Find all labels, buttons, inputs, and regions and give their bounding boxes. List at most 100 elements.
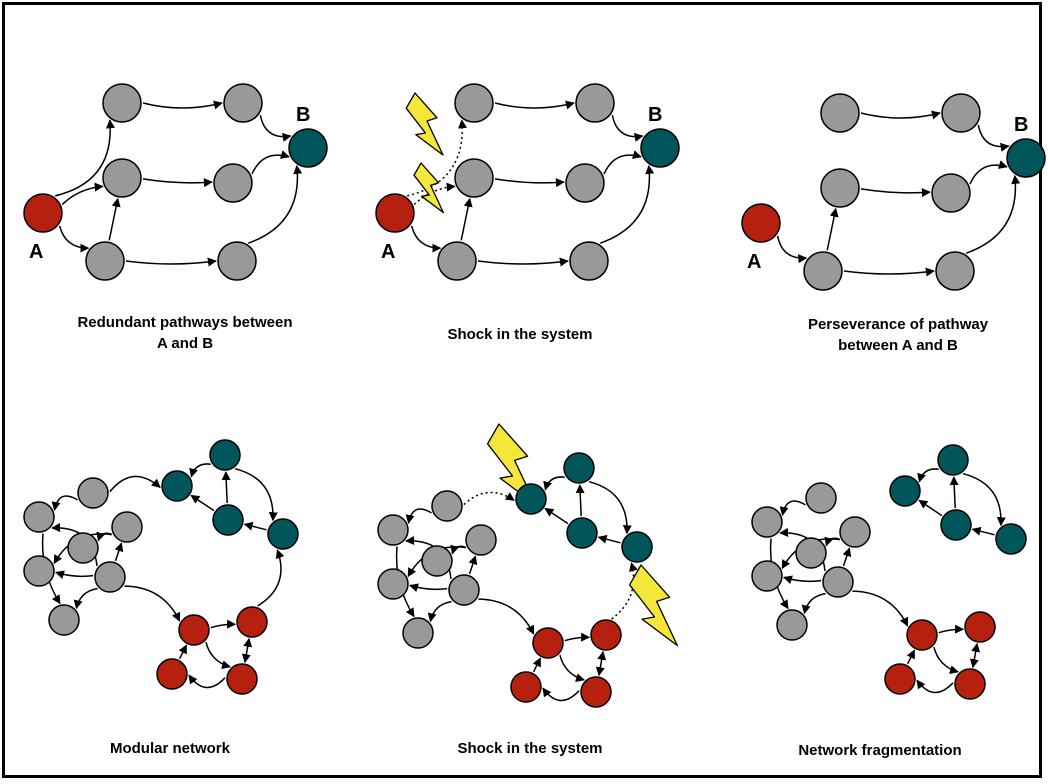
caption-line: between A and B bbox=[838, 337, 958, 354]
node-b bbox=[640, 128, 680, 168]
edge-arrow bbox=[611, 114, 644, 142]
edge-arrow bbox=[251, 150, 290, 175]
node bbox=[839, 516, 871, 548]
node bbox=[111, 511, 143, 543]
caption-modular-network: Modular network bbox=[20, 738, 320, 759]
edge-arrow bbox=[801, 592, 826, 615]
edge-arrow bbox=[826, 207, 839, 251]
node bbox=[803, 251, 843, 291]
node bbox=[402, 617, 434, 649]
node bbox=[575, 83, 615, 123]
edge-arrow bbox=[413, 182, 456, 206]
node bbox=[421, 545, 453, 577]
edge-arrow bbox=[243, 521, 267, 531]
edge-arrow bbox=[189, 463, 211, 478]
edge-arrow bbox=[478, 598, 535, 635]
node-red bbox=[580, 676, 612, 708]
node bbox=[565, 163, 605, 203]
node bbox=[77, 477, 109, 509]
edge-arrow bbox=[463, 491, 515, 506]
node bbox=[935, 251, 975, 291]
node-teal bbox=[161, 470, 193, 502]
edge-arrow bbox=[55, 570, 94, 580]
node-b bbox=[288, 128, 328, 168]
node-red bbox=[590, 619, 622, 651]
node-teal bbox=[515, 483, 547, 515]
node-teal bbox=[209, 439, 241, 471]
edge-arrow bbox=[178, 644, 188, 660]
edge-arrow bbox=[532, 657, 542, 673]
node bbox=[85, 241, 125, 281]
edge-arrow bbox=[938, 624, 965, 634]
lightning-bolt-icon bbox=[413, 162, 445, 214]
edge-arrow bbox=[969, 642, 981, 669]
node bbox=[23, 501, 55, 533]
edge-arrow bbox=[564, 632, 591, 642]
node-a bbox=[23, 193, 63, 233]
node-teal bbox=[566, 517, 598, 549]
caption-perseverance-of-pathway: Perseverance of pathway between A and B bbox=[748, 314, 1048, 356]
node-red bbox=[964, 611, 996, 643]
node-b bbox=[1006, 138, 1046, 178]
edge-arrow bbox=[409, 583, 448, 593]
node bbox=[820, 168, 860, 208]
edge-arrow bbox=[142, 100, 223, 110]
node-red bbox=[532, 627, 564, 659]
edge-arrow bbox=[575, 484, 585, 517]
caption-line: Shock in the system bbox=[457, 740, 603, 757]
edge-arrow bbox=[588, 480, 632, 535]
edge-arrow bbox=[241, 637, 253, 664]
edge-arrow bbox=[544, 507, 569, 525]
edge-arrow bbox=[405, 508, 432, 524]
edge-arrow bbox=[917, 468, 939, 483]
node bbox=[213, 163, 253, 203]
edge-arrow bbox=[783, 575, 822, 585]
node bbox=[431, 490, 463, 522]
edge-arrow bbox=[125, 257, 217, 267]
caption-shock-in-system-bottom: Shock in the system bbox=[380, 738, 680, 759]
edge-arrow bbox=[918, 499, 943, 517]
edge-arrow bbox=[108, 197, 121, 241]
node-teal bbox=[940, 509, 972, 541]
edge-arrow bbox=[494, 178, 565, 188]
edge-arrow bbox=[852, 590, 909, 627]
edge-arrow bbox=[427, 600, 452, 623]
node-red bbox=[178, 614, 210, 646]
edge-arrow bbox=[860, 110, 941, 120]
edge-arrow bbox=[109, 475, 161, 493]
node-red bbox=[226, 663, 258, 695]
node bbox=[437, 241, 477, 281]
edge-arrow bbox=[977, 124, 1010, 152]
edge-arrow bbox=[842, 547, 852, 567]
node bbox=[102, 83, 142, 123]
edge-arrow bbox=[58, 225, 90, 253]
node bbox=[48, 604, 80, 636]
caption-line: Redundant pathways between bbox=[77, 314, 293, 331]
edge-arrow bbox=[776, 235, 808, 264]
edge-arrow bbox=[247, 164, 303, 244]
edge-arrow bbox=[205, 641, 231, 670]
node bbox=[67, 532, 99, 564]
edge-arrow bbox=[603, 150, 642, 175]
edge-arrow bbox=[965, 174, 1021, 254]
edge-arrow bbox=[599, 164, 655, 244]
node-red bbox=[510, 671, 542, 703]
node-teal bbox=[995, 523, 1027, 555]
edge-arrow bbox=[259, 114, 292, 142]
node bbox=[751, 560, 783, 592]
node bbox=[377, 514, 409, 546]
edge-arrow bbox=[460, 197, 473, 241]
node bbox=[795, 537, 827, 569]
edge-arrow bbox=[407, 119, 467, 197]
node-red bbox=[884, 663, 916, 695]
edge-arrow bbox=[916, 679, 954, 694]
node-red bbox=[156, 658, 188, 690]
node bbox=[569, 241, 609, 281]
caption-line: Modular network bbox=[109, 740, 230, 757]
edge-arrow bbox=[843, 267, 935, 277]
node bbox=[448, 574, 480, 606]
edge-arrow bbox=[468, 555, 478, 575]
caption-network-fragmentation: Network fragmentation bbox=[730, 740, 1030, 761]
edge-arrow bbox=[257, 549, 285, 607]
